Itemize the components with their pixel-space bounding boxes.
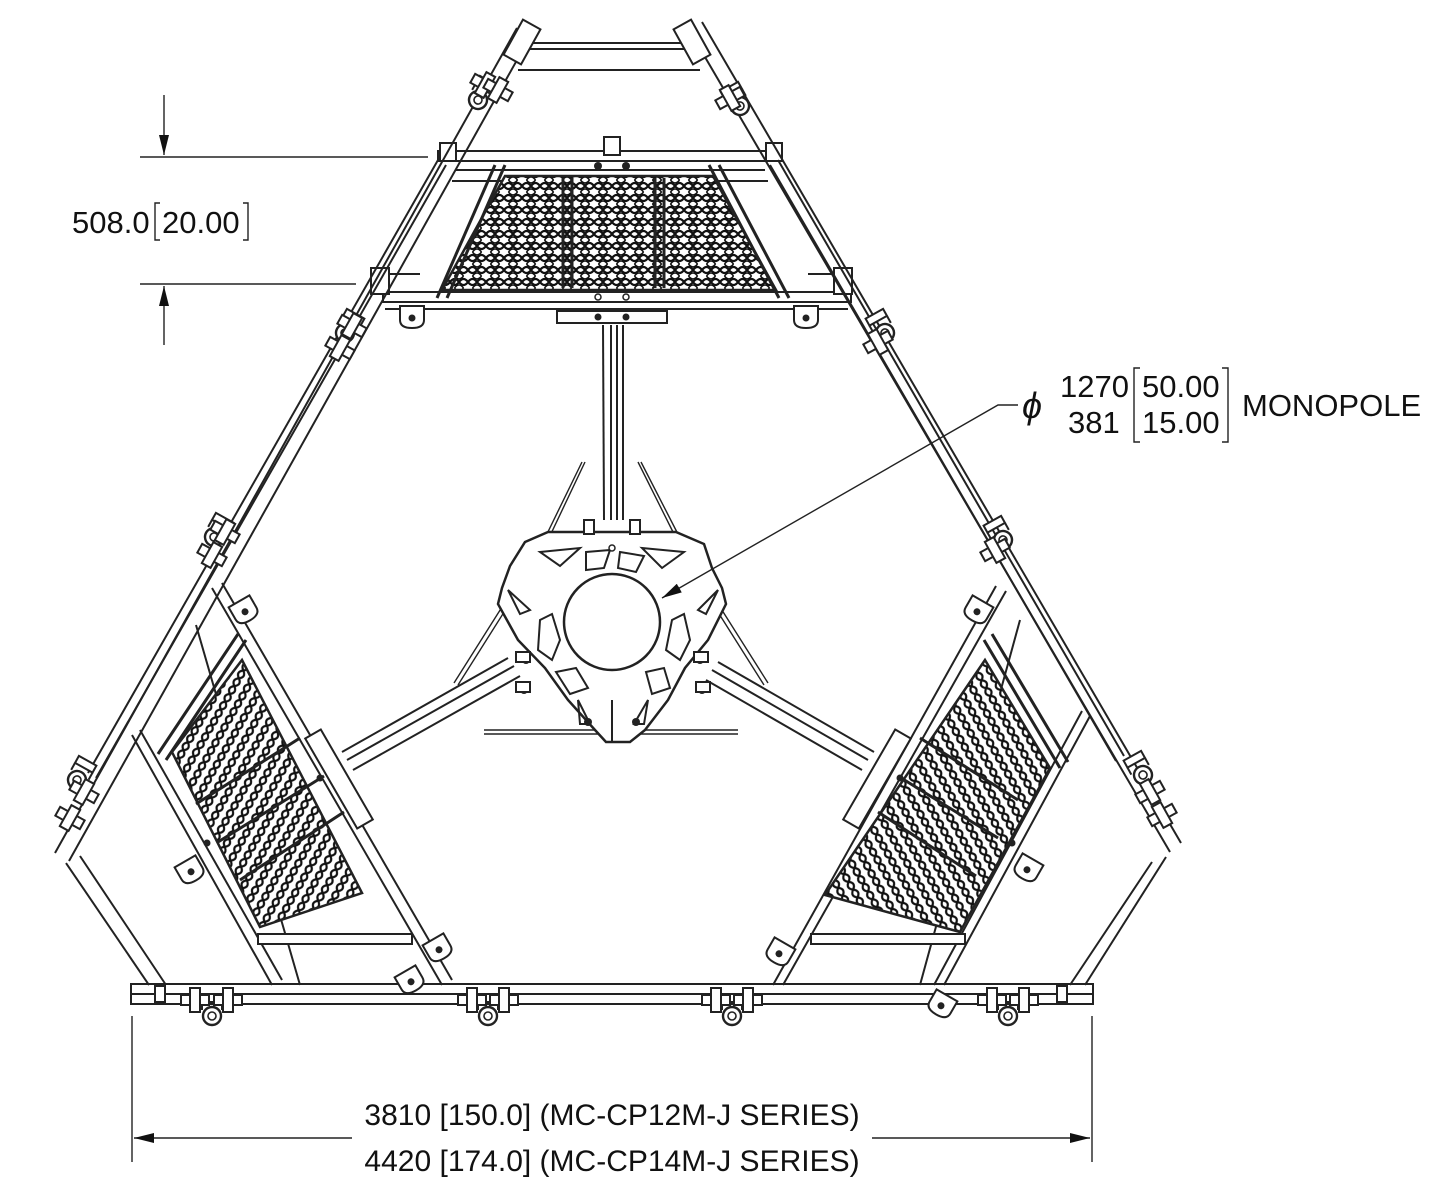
dim-overall-width: 3810 [150.0] (MC-CP12M-J SERIES) 4420 [1… xyxy=(131,1016,1093,1178)
monopole-min-mm: 381 xyxy=(1068,405,1120,440)
left-face xyxy=(131,582,521,998)
outer-frame xyxy=(50,18,1182,1027)
overall-width-14m: 4420 [174.0] (MC-CP14M-J SERIES) xyxy=(364,1145,859,1178)
right-grating-plank xyxy=(822,657,1052,934)
top-face xyxy=(370,42,853,521)
dim-monopole: ϕ 1270 381 50.00 15.00 MONOPOLE xyxy=(661,367,1421,599)
right-face xyxy=(705,585,1091,1022)
plank-depth-inch: 20.00 xyxy=(162,205,240,240)
monopole-max-mm: 1270 xyxy=(1060,369,1129,404)
monopole-min-inch: 15.00 xyxy=(1142,405,1220,440)
dim-plank-depth: 508.0 20.00 xyxy=(72,95,428,345)
overall-width-12m: 3810 [150.0] (MC-CP12M-J SERIES) xyxy=(364,1099,859,1132)
monopole-section xyxy=(562,572,662,672)
left-grating-plank xyxy=(170,657,364,929)
monopole-label: MONOPOLE xyxy=(1242,388,1421,423)
monopole-max-inch: 50.00 xyxy=(1142,369,1220,404)
top-frame-lower-rail xyxy=(382,291,852,303)
plank-depth-mm: 508.0 xyxy=(72,205,150,240)
diameter-symbol: ϕ xyxy=(1022,385,1042,426)
